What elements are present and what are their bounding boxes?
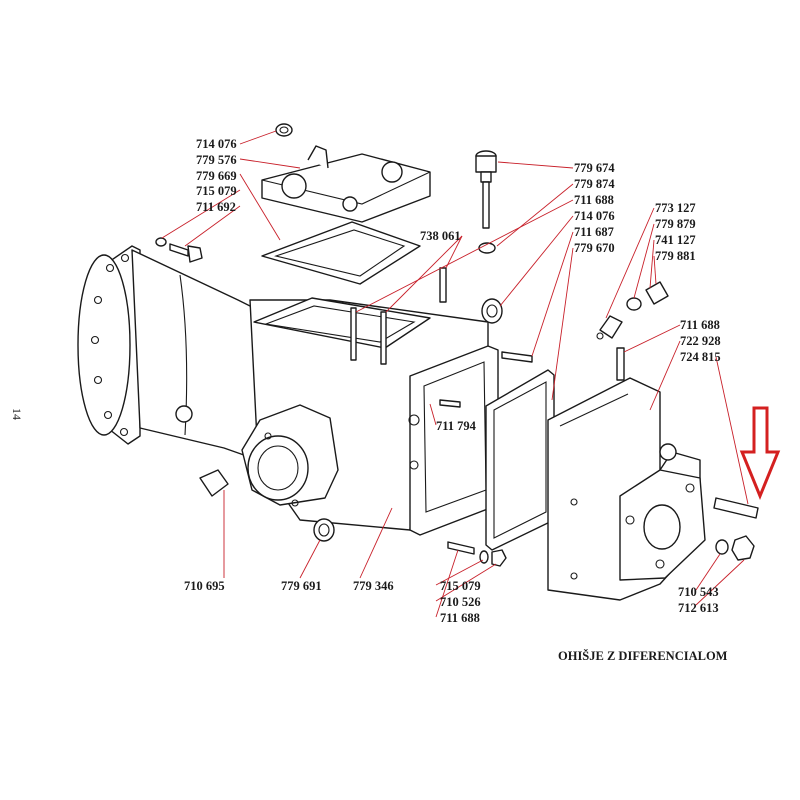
main-housing bbox=[77, 245, 499, 536]
top-cover-plate bbox=[261, 145, 431, 223]
washer-715-079 bbox=[479, 550, 489, 564]
pin-738-061 bbox=[439, 267, 447, 303]
callout-label: 779 674 bbox=[574, 161, 615, 175]
bolt-711-692 bbox=[155, 237, 203, 263]
seal-779-691 bbox=[313, 518, 335, 542]
page-number: 14 bbox=[10, 408, 24, 420]
callout-label: 714 076 bbox=[196, 137, 237, 151]
ring-779-874 bbox=[478, 242, 496, 254]
callout-label: 738 061 bbox=[420, 229, 461, 243]
callout-label: 779 691 bbox=[281, 579, 322, 593]
callout-label: 710 543 bbox=[678, 585, 719, 599]
stud-711-688 bbox=[616, 347, 625, 381]
down-arrow-icon bbox=[739, 406, 781, 500]
leader-lines bbox=[161, 130, 749, 618]
callout-label: 711 687 bbox=[574, 225, 614, 239]
callout-label: 773 127 bbox=[655, 201, 696, 215]
pin-711-794 bbox=[439, 399, 461, 408]
callout-label: 710 526 bbox=[440, 595, 481, 609]
callout-label: 779 874 bbox=[574, 177, 615, 191]
plug-779-881 bbox=[645, 281, 669, 305]
stud-711-688-bottom bbox=[447, 541, 475, 555]
callout-label: 779 879 bbox=[655, 217, 696, 231]
seal-714-076 bbox=[481, 298, 503, 324]
callout-label: 711 688 bbox=[440, 611, 480, 625]
callout-label: 711 688 bbox=[680, 318, 720, 332]
diagram-caption: OHIŠJE Z DIFERENCIALOM bbox=[558, 649, 728, 663]
callout-label: 779 576 bbox=[196, 153, 237, 167]
callout-label: 724 815 bbox=[680, 350, 721, 364]
stud-724-815 bbox=[713, 497, 759, 519]
callout-label: 711 794 bbox=[436, 419, 477, 433]
top-gasket bbox=[261, 221, 421, 285]
pin-711-687 bbox=[501, 351, 533, 363]
breather-779-674 bbox=[475, 150, 497, 229]
differential-cover bbox=[547, 377, 706, 601]
nut-710-526 bbox=[491, 549, 507, 567]
ring-714-076 bbox=[275, 123, 293, 137]
washer-779-879 bbox=[626, 297, 642, 311]
nut-712-613 bbox=[731, 535, 755, 561]
callout-label: 741 127 bbox=[655, 233, 696, 247]
callout-label: 779 670 bbox=[574, 241, 615, 255]
callout-label: 715 079 bbox=[196, 184, 237, 198]
callout-label: 779 881 bbox=[655, 249, 696, 263]
callout-label: 711 692 bbox=[196, 200, 236, 214]
callout-label: 715 079 bbox=[440, 579, 481, 593]
washer-710-543 bbox=[715, 539, 729, 555]
callout-label: 710 695 bbox=[184, 579, 225, 593]
callout-label: 712 613 bbox=[678, 601, 719, 615]
plug-710-695 bbox=[199, 469, 229, 497]
callout-label: 779 669 bbox=[196, 169, 237, 183]
callout-label: 779 346 bbox=[353, 579, 394, 593]
studs-711-692 bbox=[350, 307, 387, 365]
callout-labels: 714 076 779 576 779 669 715 079 711 692 … bbox=[184, 137, 721, 625]
callout-label: 722 928 bbox=[680, 334, 721, 348]
callout-label: 714 076 bbox=[574, 209, 615, 223]
plug-773-127 bbox=[596, 315, 623, 340]
callout-label: 711 688 bbox=[574, 193, 614, 207]
